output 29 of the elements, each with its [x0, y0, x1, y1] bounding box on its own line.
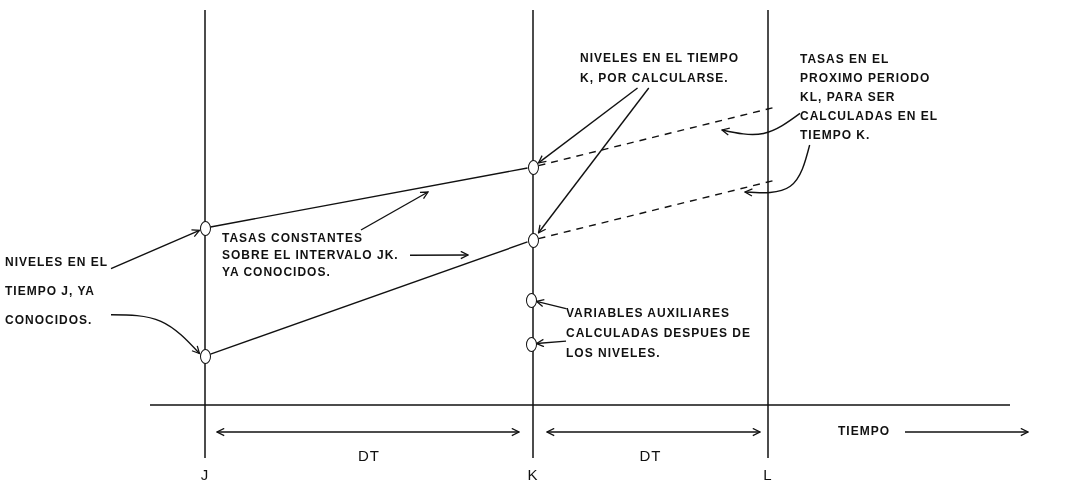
leader-arrow	[537, 87, 650, 234]
level-point-marker	[525, 292, 537, 308]
axis-label: TIEMPO	[838, 423, 890, 438]
leader-arrow	[535, 338, 567, 348]
level-point-marker	[199, 220, 211, 236]
annotation-text: VARIABLES AUXILIARES CALCULADAS DESPUES DE LOS NIVELES.	[566, 303, 766, 363]
leader-arrow	[535, 298, 567, 310]
annotation-text: NIVELES EN EL TIEMPO J, YA CONOCIDOS.	[5, 248, 111, 335]
level-point-marker	[525, 336, 537, 352]
annotation-text: TASAS CONSTANTES SOBRE EL INTERVALO JK. YA CONOCIDOS.	[222, 230, 410, 281]
leader-arrow	[110, 229, 201, 270]
leader-arrow	[537, 87, 639, 164]
leader-arrow	[110, 314, 201, 355]
leader-arrow	[360, 191, 429, 231]
level-line	[209, 241, 529, 355]
level-point-marker	[527, 159, 539, 175]
level-point-marker	[527, 232, 539, 248]
time-mark-label: J	[200, 465, 210, 483]
time-mark-label: L	[763, 465, 773, 483]
leader-arrow	[409, 250, 469, 260]
interval-label: DT	[358, 446, 380, 464]
level-point-marker	[199, 348, 211, 364]
interval-label: DT	[639, 446, 662, 464]
level-line	[209, 167, 529, 228]
annotation-text: TASAS EN EL PROXIMO PERIODO KL, PARA SER CALCULADAS EN EL TIEMPO K.	[800, 50, 950, 145]
leader-arrow	[744, 144, 811, 197]
time-mark-label: K	[527, 465, 539, 483]
leader-arrow	[721, 112, 801, 136]
annotation-text: NIVELES EN EL TIEMPO K, POR CALCULARSE.	[580, 48, 748, 88]
